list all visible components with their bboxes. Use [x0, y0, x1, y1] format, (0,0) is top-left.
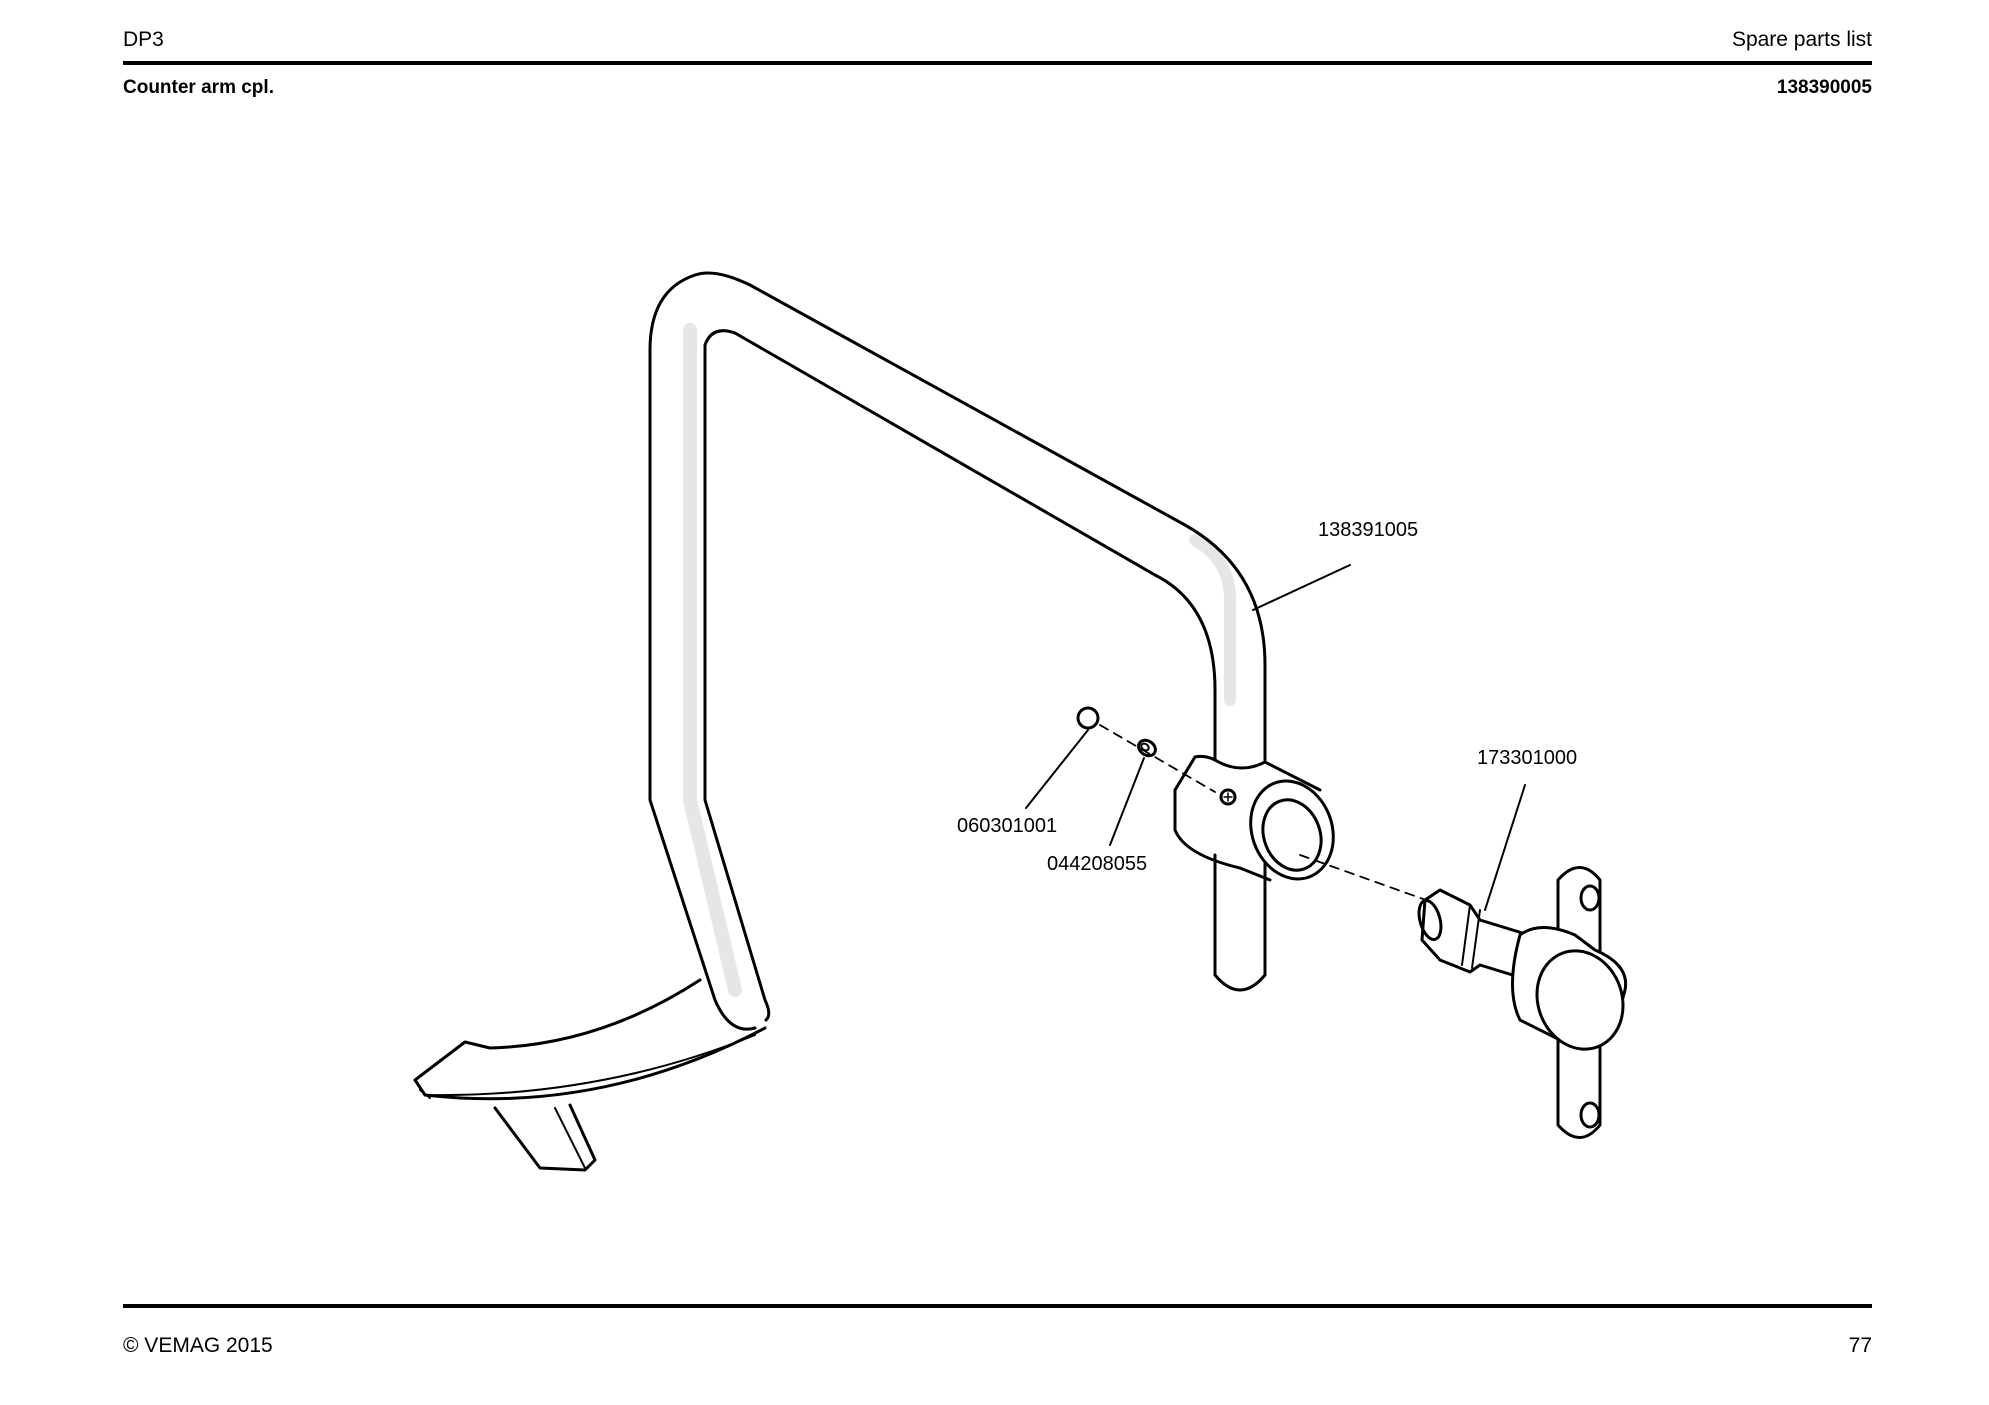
page-number: 77	[1848, 1334, 1872, 1357]
clamping-sleeve	[1173, 754, 1335, 882]
callout-060301001: 060301001	[957, 815, 1057, 837]
header-rule	[123, 61, 1872, 65]
callout-044208055: 044208055	[1047, 853, 1147, 875]
copyright: © VEMAG 2015	[123, 1334, 273, 1357]
model-name: DP3	[123, 28, 164, 51]
assembly-title: Counter arm cpl.	[123, 77, 274, 98]
set-screw	[1137, 738, 1157, 758]
counter-arm-tube	[648, 271, 1267, 1031]
assembly-axis	[1099, 724, 1441, 906]
footer-rule	[123, 1304, 1872, 1308]
callout-173301000: 173301000	[1477, 747, 1577, 769]
assembly-number: 138390005	[1776, 77, 1872, 98]
ball-part	[1076, 706, 1100, 730]
scraper-blade	[413, 978, 767, 1172]
handle-pin	[1417, 866, 1628, 1139]
leader-lines	[1025, 564, 1526, 911]
callout-138391005: 138391005	[1318, 519, 1418, 541]
document-type: Spare parts list	[1731, 28, 1872, 51]
